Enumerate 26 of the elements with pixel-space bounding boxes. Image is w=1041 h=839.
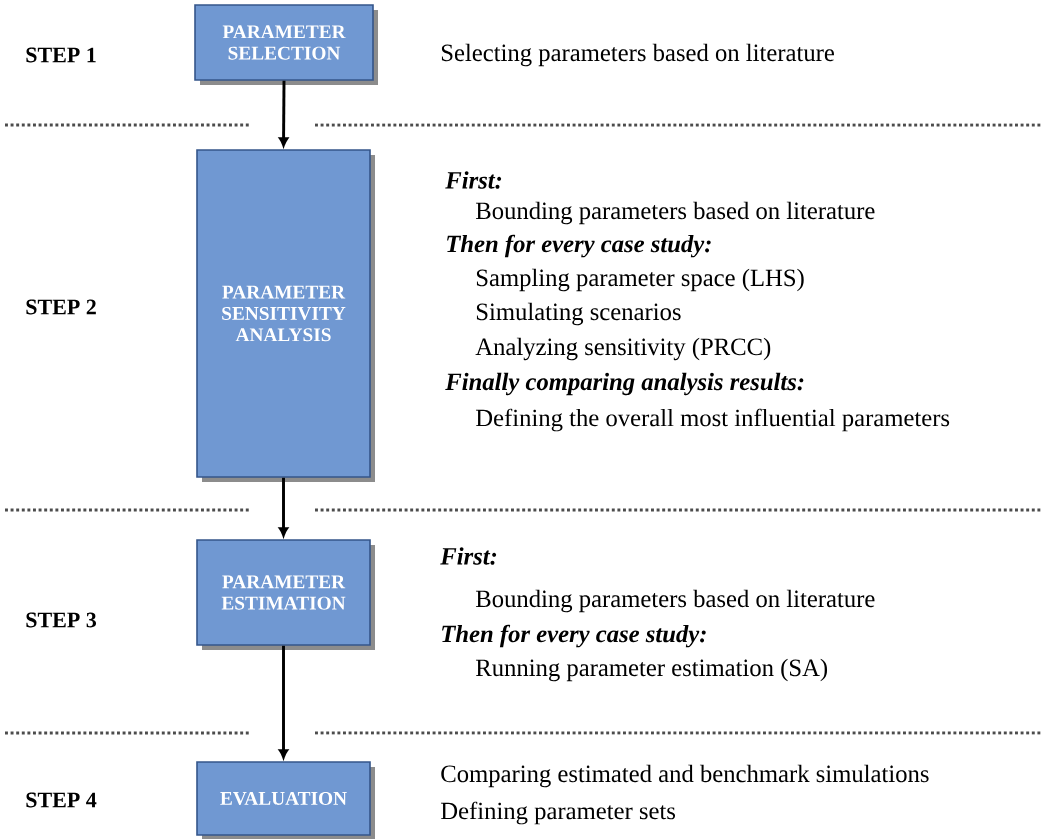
description-text: Defining parameter sets [441,801,676,825]
step-label: STEP 2 [26,299,96,315]
section-heading: Then for every case study: [447,234,711,258]
description-text: Selecting parameters based on literature [441,43,834,67]
description-text: Analyzing sensitivity (PRCC) [475,337,771,361]
section-heading: Finally comparing analysis results: [445,372,804,396]
step-label: STEP 3 [26,612,97,628]
arrow [278,477,289,537]
description-text: Simulating scenarios [476,302,681,326]
arrow [278,80,289,147]
process-box: PARAMETER SENSITIVITY ANALYSIS [196,149,375,482]
arrow [278,645,289,759]
description-text: Comparing estimated and benchmark simulations [441,764,929,788]
description-text: Bounding parameters based on literature [476,201,875,225]
description-text: Bounding parameters based on literature [476,589,875,613]
description-text: Running parameter estimation (SA) [476,658,827,682]
description-text: Sampling parameter space (LHS) [476,268,804,292]
step-label: STEP 1 [26,47,96,63]
description-text: Defining the overall most influential parameters [476,408,950,432]
process-box: PARAMETER ESTIMATION [196,539,375,650]
section-heading: First: [445,171,502,189]
section-heading: Then for every case study: [442,624,706,648]
process-box: PARAMETER SELECTION [194,4,378,85]
section-heading: First: [440,547,497,565]
step-label: STEP 4 [26,792,97,808]
process-box: EVALUATION [196,761,375,839]
